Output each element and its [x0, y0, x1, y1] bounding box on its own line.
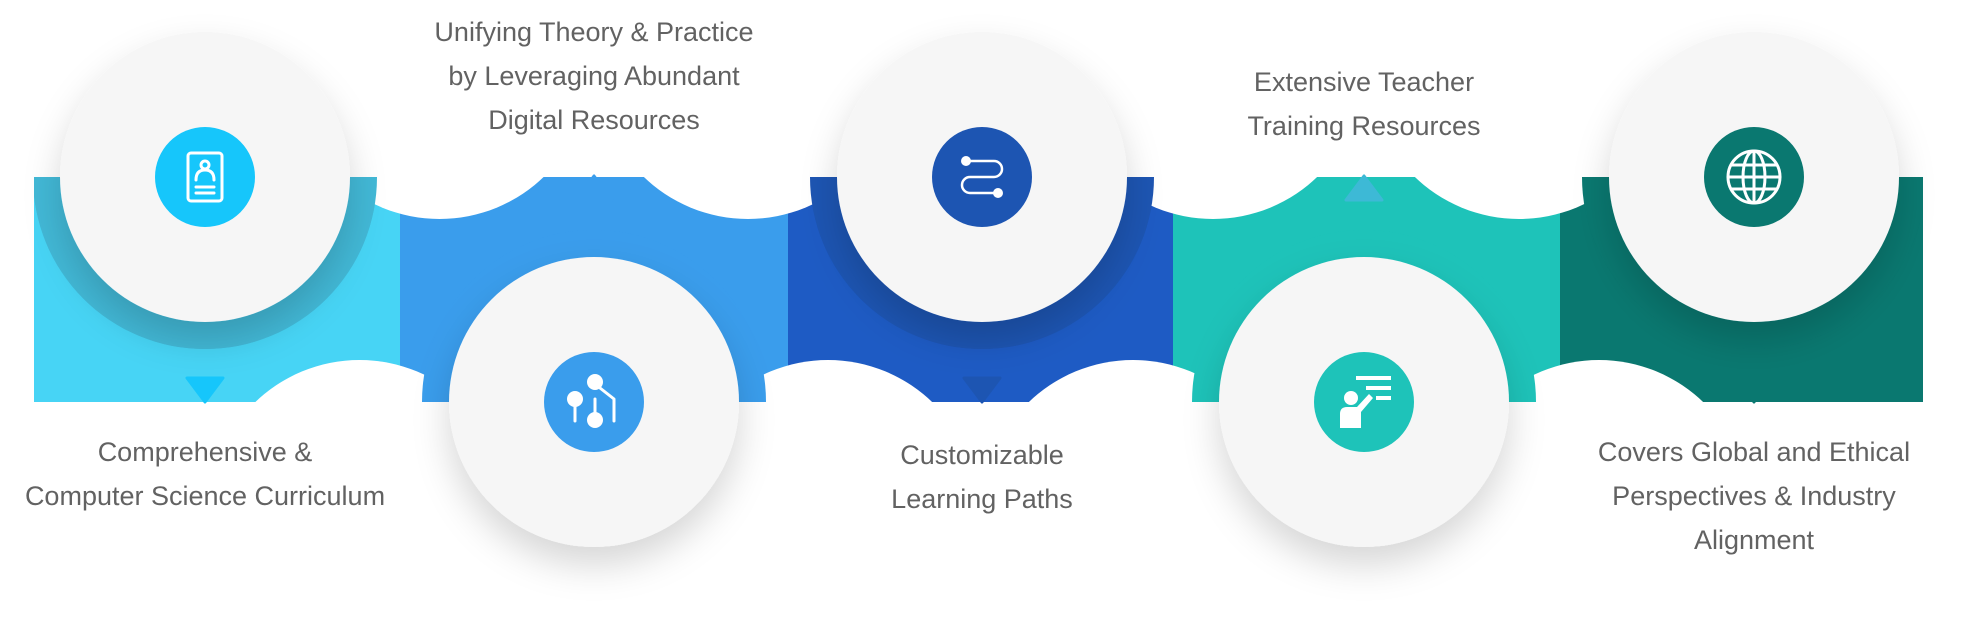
step-2-label-line-3: Digital Resources [488, 105, 700, 135]
circuit-nodes-icon [567, 374, 616, 428]
step-4-label-line-2: Training Resources [1247, 111, 1481, 141]
step-nodes [60, 32, 1899, 547]
step-1-label-line-2: Computer Science Curriculum [24, 481, 386, 511]
step-2-node [449, 257, 739, 547]
step-5-label: Covers Global and Ethical Perspectives &… [1598, 430, 1910, 562]
step-5-pointer [1734, 376, 1774, 404]
pointers [185, 174, 1774, 404]
band-notch-top-4 [1414, 177, 1624, 219]
step-5-label-line-2: Perspectives & Industry [1612, 481, 1896, 511]
band-notch-bottom-3 [1028, 360, 1238, 402]
step-1-label: Comprehensive & Computer Science Curricu… [25, 430, 385, 518]
step-2-label-line-2: by Leveraging Abundant [448, 61, 740, 91]
step-5-label-line-3: Alignment [1693, 525, 1815, 555]
step-2-pointer [574, 174, 614, 202]
band-notch-bottom-4 [1494, 360, 1704, 402]
globe-icon [1726, 149, 1782, 205]
step-1-pointer [185, 376, 225, 404]
band-notch-bottom-1 [255, 360, 464, 402]
step-1-label-line-1: Comprehensive & [97, 437, 313, 467]
step-3-label-line-2: Learning Paths [891, 484, 1073, 514]
teacher-presentation-icon [1340, 376, 1391, 428]
step-4-label: Extensive Teacher Training Resources [1247, 60, 1480, 148]
step-5-label-line-1: Covers Global and Ethical [1597, 437, 1911, 467]
step-3-label: Customizable Learning Paths [891, 433, 1073, 521]
step-5-node [1609, 32, 1899, 322]
step-4-pointer [1344, 174, 1384, 202]
step-4-label-line-1: Extensive Teacher [1253, 67, 1475, 97]
step-1-icon-badge [155, 127, 255, 227]
band-notch-top-1 [335, 177, 544, 219]
path-route-icon [960, 156, 1004, 198]
step-1-node [60, 32, 350, 322]
step-2-label-line-1: Unifying Theory & Practice [434, 17, 754, 47]
wave-band [34, 177, 1923, 402]
band-segments [34, 177, 1923, 402]
id-card-icon [186, 151, 224, 203]
band-notch-bottom-2 [723, 360, 933, 402]
step-2-label: Unifying Theory & Practice by Leveraging… [434, 10, 753, 142]
band-notch-top-2 [643, 177, 853, 219]
step-3-label-line-1: Customizable [900, 440, 1064, 470]
step-4-node [1219, 257, 1509, 547]
step-3-node [837, 32, 1127, 322]
step-3-pointer [962, 376, 1002, 404]
band-notch-top-3 [1108, 177, 1318, 219]
